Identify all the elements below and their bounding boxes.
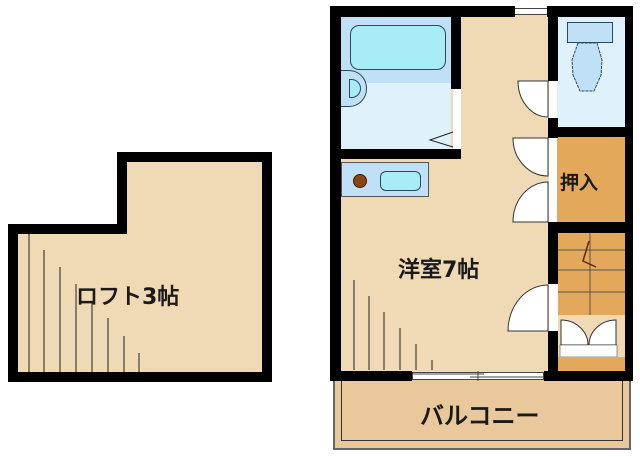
toilet-door-icon — [517, 80, 549, 118]
western-room-label: 洋室7帖 — [398, 258, 480, 283]
partition-wall — [548, 17, 558, 81]
outer-wall-left — [330, 6, 341, 381]
outer-wall-top — [330, 6, 515, 17]
bathroom-wall-bottom — [333, 149, 461, 159]
balcony — [333, 380, 631, 450]
stove-burner-icon — [353, 174, 367, 188]
entrance-door-icon — [507, 284, 549, 332]
loft-wall — [8, 372, 272, 382]
bathtub — [350, 25, 446, 70]
loft-floor-upper — [117, 152, 272, 232]
bathroom-door-slot — [453, 89, 461, 149]
loft-label: ロフト3帖 — [76, 285, 180, 310]
closet-door-icon — [512, 181, 549, 223]
stairs — [558, 233, 625, 315]
balcony-inner-line — [341, 377, 623, 441]
closet — [557, 137, 625, 223]
kitchen-sink — [380, 171, 421, 191]
outer-wall-bottom — [330, 371, 412, 381]
loft-wall — [117, 152, 272, 162]
outer-wall-top — [547, 6, 632, 17]
outer-wall-bottom — [544, 371, 633, 381]
window-top — [515, 8, 547, 15]
partition-wall — [548, 331, 558, 381]
balcony-label: バルコニー — [420, 402, 540, 430]
loft-wall — [262, 152, 272, 382]
loft-wall — [117, 152, 127, 234]
partition-wall — [548, 222, 558, 284]
toilet-wall-bottom — [548, 127, 628, 137]
loft-wall — [8, 224, 18, 382]
closet-door-icon — [512, 137, 549, 177]
closet-wall-bottom — [548, 222, 628, 233]
loft-floor-lower — [8, 224, 272, 382]
closet-label: 押入 — [560, 172, 599, 194]
loft-wall — [8, 224, 127, 234]
entrance-floor — [558, 357, 625, 372]
bathroom-wall-right — [451, 17, 461, 89]
outer-wall-right — [625, 6, 633, 381]
